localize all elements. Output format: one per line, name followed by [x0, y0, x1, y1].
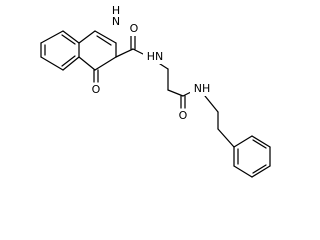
bond: [251, 135, 271, 148]
bond: [167, 89, 184, 97]
label-background: [88, 83, 102, 97]
bond-double-inner: [252, 139, 267, 149]
bond: [78, 56, 96, 71]
bond-double-inner: [252, 164, 267, 174]
second-amide-oxygen-label: O: [179, 109, 188, 122]
label-background: [176, 109, 190, 123]
bond: [115, 48, 134, 58]
molecule-structure-drawing: H N O O HN O NH: [40, 4, 271, 178]
bond: [204, 95, 219, 113]
bond: [233, 165, 253, 178]
bond: [251, 165, 271, 178]
label-background: [143, 50, 167, 64]
bond: [217, 128, 235, 148]
second-amide-nitrogen-label: NH: [194, 82, 211, 95]
label-background: [109, 7, 123, 27]
structure-canvas: H N O O HN O NH: [40, 4, 271, 178]
label-background: [127, 22, 141, 36]
bond: [40, 30, 64, 44]
bond: [62, 56, 80, 71]
atom-label-layer: H N O O HN O NH: [88, 4, 214, 123]
bond: [233, 135, 253, 148]
amide-oxygen-label: O: [130, 22, 139, 35]
amide-nitrogen-label: HN: [147, 50, 164, 63]
bond: [78, 30, 96, 44]
keto-oxygen-label: O: [92, 83, 101, 96]
label-background: [190, 82, 214, 96]
bond-double-inner: [61, 55, 76, 67]
bond: [94, 56, 117, 71]
bond-double-inner: [96, 35, 112, 46]
bond: [62, 30, 80, 44]
bond-double-inner: [61, 34, 76, 45]
bond: [94, 30, 117, 44]
ring-nh-h-label: H: [112, 4, 120, 17]
ring-nitrogen-label: N: [112, 15, 120, 28]
bond: [40, 56, 64, 71]
